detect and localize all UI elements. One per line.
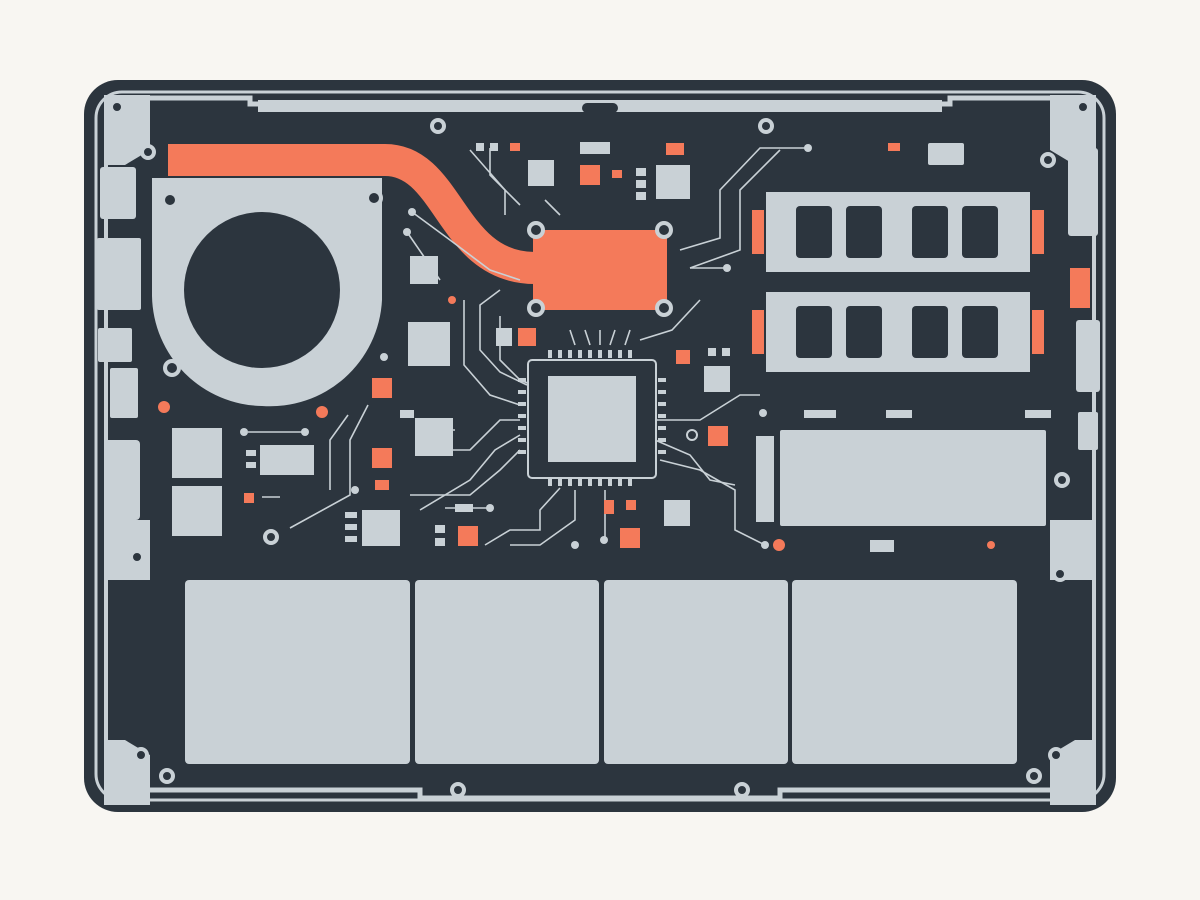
screw-icon — [1054, 472, 1070, 488]
screw-icon — [161, 191, 179, 209]
small-components — [172, 142, 1051, 552]
heat-pipe — [168, 144, 536, 284]
port — [928, 143, 964, 165]
screw-icon — [1040, 152, 1056, 168]
port — [100, 167, 136, 219]
circuit-traces — [248, 147, 808, 546]
screw-icon — [655, 221, 673, 239]
main-chip — [518, 350, 666, 486]
screw-icon — [133, 747, 149, 763]
cooling-fan — [152, 178, 383, 407]
battery-cell — [415, 580, 599, 764]
cpu-heatsink — [527, 221, 673, 317]
port — [1070, 268, 1090, 308]
battery-cell — [604, 580, 788, 764]
screw-icon — [159, 768, 175, 784]
screw-icon — [109, 99, 125, 115]
port — [110, 368, 138, 418]
port — [104, 440, 140, 520]
screw-icon — [734, 782, 750, 798]
screw-icon — [1048, 747, 1064, 763]
ssd-drive — [756, 430, 1046, 526]
screw-icon — [365, 189, 383, 207]
screw-icon — [263, 529, 279, 545]
screw-icon — [140, 144, 156, 160]
left-ports — [97, 167, 141, 520]
accent-components — [158, 143, 995, 551]
screw-icon — [129, 549, 145, 565]
port — [98, 328, 132, 362]
right-ports — [928, 143, 1100, 450]
port — [97, 238, 141, 310]
battery — [185, 580, 1017, 764]
screws — [109, 99, 1091, 798]
screw-icon — [1026, 768, 1042, 784]
port — [1078, 412, 1098, 450]
screw-icon — [163, 359, 181, 377]
screw-icon — [758, 118, 774, 134]
screw-icon — [430, 118, 446, 134]
battery-cell — [792, 580, 1017, 764]
screw-icon — [450, 782, 466, 798]
screw-icon — [655, 299, 673, 317]
screw-icon — [527, 299, 545, 317]
ram-module — [752, 192, 1044, 272]
screw-icon — [1052, 566, 1068, 582]
battery-cell — [185, 580, 410, 764]
ram-module — [752, 292, 1044, 372]
screw-icon — [527, 221, 545, 239]
port — [1068, 148, 1098, 236]
screw-icon — [1075, 99, 1091, 115]
port — [1076, 320, 1100, 392]
